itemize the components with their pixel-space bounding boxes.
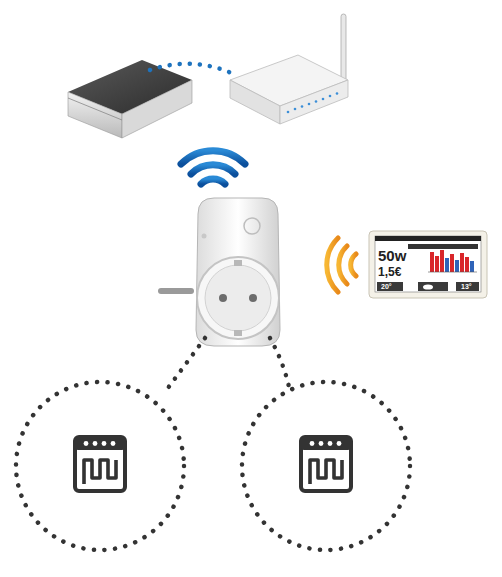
router [230, 14, 348, 124]
zone-circle [16, 382, 410, 550]
display-reading: 20° [381, 283, 392, 290]
display-reading: 1,5€ [378, 266, 401, 278]
heater-icon [75, 437, 125, 491]
dotted-link [150, 64, 238, 76]
wifi-symbol [181, 151, 245, 184]
gateway-box [68, 60, 192, 138]
dotted-link [165, 338, 290, 392]
display-reading: 50w [378, 248, 406, 263]
energy-display [369, 231, 487, 298]
smart-plug [158, 198, 280, 346]
wireless-symbol [327, 238, 356, 292]
heater-icon [301, 437, 351, 491]
display-reading: 13° [461, 283, 472, 290]
